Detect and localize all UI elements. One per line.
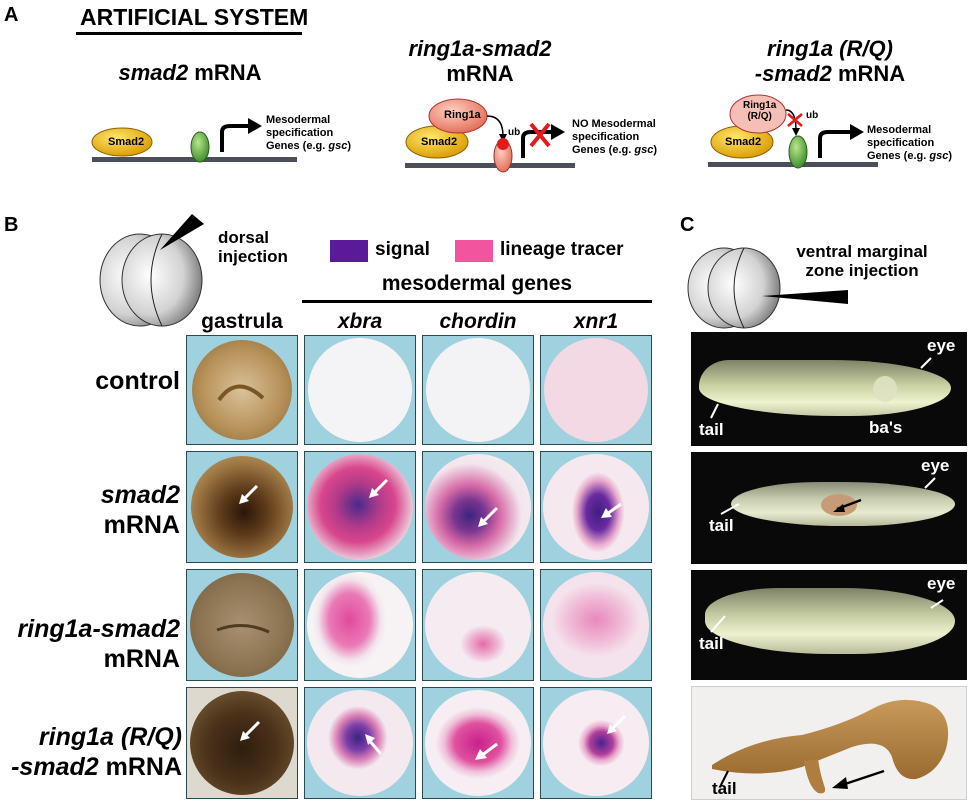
tadpole-image-smad2: tail eye <box>691 452 967 564</box>
label-eye: eye <box>921 456 950 475</box>
arrow-icon <box>239 484 259 504</box>
legend-swatch-signal <box>330 240 368 262</box>
scheme-3-title: ring1a (R/Q)-smad2 mRNA <box>754 36 906 86</box>
scheme-2-ub: ub <box>508 127 521 138</box>
mesodermal-genes-header: mesodermal genes <box>381 272 573 295</box>
panel-letter-c: C <box>680 214 695 236</box>
tile-rq-xnr1 <box>540 687 652 799</box>
arrow-icon <box>240 720 261 741</box>
arrow-icon <box>607 714 627 734</box>
legend-label-lineage: lineage tracer <box>500 239 624 260</box>
scheme-3-protein: Smad2 <box>725 136 762 148</box>
tile-control-xbra <box>304 335 416 445</box>
scheme-1-protein: Smad2 <box>108 136 145 148</box>
tile-ring1a-xnr1 <box>540 569 652 681</box>
label-eye: eye <box>927 574 956 593</box>
label-tail: tail <box>699 634 724 653</box>
arrow-icon <box>369 478 389 498</box>
label-eye: eye <box>927 336 956 355</box>
ventral-injection-embryo-icon <box>687 247 848 329</box>
tile-control-gastrula <box>186 335 298 445</box>
arrow-icon <box>478 506 499 527</box>
col-label-xbra: xbra <box>337 310 383 333</box>
tile-smad2-xnr1 <box>540 451 652 563</box>
tile-control-xnr1 <box>540 335 652 445</box>
mesodermal-genes-bar <box>302 300 652 303</box>
title-underline <box>76 32 302 35</box>
tile-control-chordin <box>422 335 534 445</box>
tile-rq-gastrula <box>186 687 298 799</box>
col-label-xnr1: xnr1 <box>573 310 619 333</box>
tile-smad2-gastrula <box>186 451 298 563</box>
tile-smad2-chordin <box>422 451 534 563</box>
scheme-2-protein: Smad2 <box>421 136 458 148</box>
row-label-ring1a-rq-smad2: ring1a (R/Q)-smad2 mRNA <box>11 723 182 781</box>
scheme-3-partner: Ring1a(R/Q) <box>743 100 777 122</box>
arrow-icon <box>475 742 498 760</box>
tadpole-image-control: tail eye ba's <box>691 332 967 446</box>
scheme-3-diagram <box>708 94 878 169</box>
tile-rq-chordin <box>422 687 534 799</box>
legend-label-signal: signal <box>375 239 430 260</box>
arrow-icon <box>365 734 383 755</box>
panel-letter-a: A <box>4 4 19 26</box>
legend-swatch-lineage <box>455 240 493 262</box>
label-branchial-arches: ba's <box>869 418 903 437</box>
tadpole-image-ring1a: tail eye <box>691 570 967 680</box>
label-tail: tail <box>699 420 724 439</box>
panel-a-title: ARTIFICIAL SYSTEM <box>80 4 309 30</box>
tile-ring1a-chordin <box>422 569 534 681</box>
tile-rq-xbra <box>304 687 416 799</box>
tile-smad2-xbra <box>304 451 416 563</box>
tile-ring1a-gastrula <box>186 569 298 681</box>
col-label-gastrula: gastrula <box>201 310 283 333</box>
scheme-1-diagram <box>91 118 297 163</box>
col-label-chordin: chordin <box>439 310 517 333</box>
dorsal-injection-embryo-icon <box>99 214 204 327</box>
panel-letter-b: B <box>4 214 19 236</box>
scheme-3-ub: ub <box>806 110 819 121</box>
scheme-2-partner: Ring1a <box>444 109 481 121</box>
label-tail: tail <box>712 779 737 798</box>
tadpole-image-ring1a-rq: tail <box>691 686 967 800</box>
scheme-1-title: smad2 mRNA <box>118 60 262 85</box>
row-label-control: control <box>95 367 180 395</box>
scheme-2-diagram <box>405 98 575 173</box>
arrow-icon <box>601 502 622 518</box>
tile-ring1a-xbra <box>304 569 416 681</box>
label-tail: tail <box>709 516 734 535</box>
